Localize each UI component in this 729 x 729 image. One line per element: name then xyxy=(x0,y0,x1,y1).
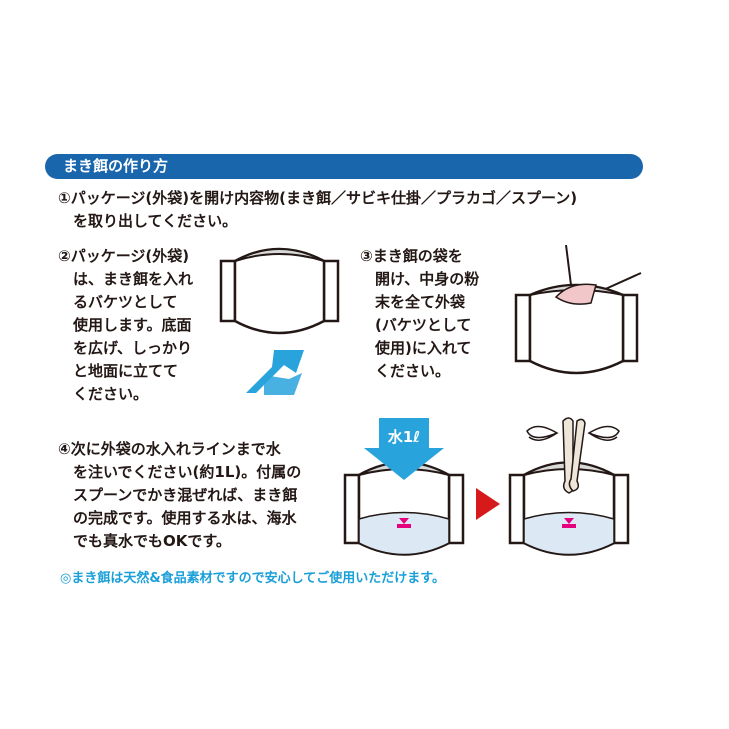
text-line: を注いでください(約1L)。付属の xyxy=(58,463,302,481)
step-4-row: ④次に外袋の水入れラインまで水 を注いでください(約1L)。付属の スプーンでか… xyxy=(45,417,645,558)
text-line: を広げ、しっかり xyxy=(58,339,192,357)
note-text: ◎まき餌は天然&食品素材ですので安心してご使用いただけます。 xyxy=(60,571,445,586)
next-arrow xyxy=(476,488,501,520)
spoon-icon xyxy=(562,417,586,494)
step-3-figure xyxy=(511,245,646,375)
text-line: 開け、中身の粉 xyxy=(360,270,480,288)
step-3-text: ③まき餌の袋を 開け、中身の粉 末を全て外袋 (バケツとして 使用)に入れて く… xyxy=(360,245,505,383)
text-line: ①パッケージ(外袋)を開け内容物(まき餌／サビキ仕掛／プラカゴ／スプーン) xyxy=(58,189,578,207)
text-line: ②パッケージ(外袋) xyxy=(58,247,190,265)
bag-stirring-illustration xyxy=(508,417,630,556)
text-line: スプーンでかき混ぜれば、まき餌 xyxy=(58,486,298,504)
text-line: 使用)に入れて xyxy=(360,339,472,357)
step-4-figure-stir xyxy=(507,413,635,558)
water-amount-label: 水1ℓ xyxy=(388,428,421,446)
text-line: の完成です。使用する水は、海水 xyxy=(58,509,297,527)
section-title: まき餌の作り方 xyxy=(63,157,169,175)
step-4-figure-pour: 水1ℓ xyxy=(342,418,470,558)
steps-2-3-row: ②パッケージ(外袋) は、まき餌を入れ るバケツとして 使用します。底面 を広げ… xyxy=(45,245,645,406)
expand-arrows-icon xyxy=(246,350,304,395)
text-line: ください。 xyxy=(360,362,451,380)
content: まき餌の作り方 ①パッケージ(外袋)を開け内容物(まき餌／サビキ仕掛／プラカゴ／… xyxy=(45,154,645,588)
step-2-figure xyxy=(219,245,344,400)
step-2-text: ②パッケージ(外袋) は、まき餌を入れ るバケツとして 使用します。底面 を広げ… xyxy=(58,245,213,406)
stir-motion-icon xyxy=(526,425,620,441)
bag-illustration xyxy=(219,247,340,335)
text-line: るバケツとして xyxy=(58,293,178,311)
step-1-text: ①パッケージ(外袋)を開け内容物(まき餌／サビキ仕掛／プラカゴ／スプーン) を取… xyxy=(58,187,643,233)
text-line: 使用します。底面 xyxy=(58,316,192,334)
text-line: と地面に立てて xyxy=(58,362,179,380)
text-line: でも真水でもOKです。 xyxy=(58,532,231,550)
step-4-text: ④次に外袋の水入れラインまで水 を注いでください(約1L)。付属の スプーンでか… xyxy=(58,438,340,553)
text-line: ④次に外袋の水入れラインまで水 xyxy=(58,440,281,458)
text-line: (バケツとして xyxy=(360,316,472,334)
text-line: を取り出してください。 xyxy=(58,212,238,230)
text-line: ください。 xyxy=(58,385,149,403)
pour-arrow-icon xyxy=(364,418,444,480)
text-line: 末を全て外袋 xyxy=(360,293,466,311)
bag-water-illustration: 水1ℓ xyxy=(343,418,465,556)
bait-bag-icon xyxy=(554,283,597,305)
text-line: ③まき餌の袋を xyxy=(360,247,463,265)
section-header: まき餌の作り方 xyxy=(45,154,643,179)
bag-pouring-illustration xyxy=(514,245,642,375)
next-arrow-icon xyxy=(476,488,500,520)
text-line: は、まき餌を入れ xyxy=(58,270,194,288)
